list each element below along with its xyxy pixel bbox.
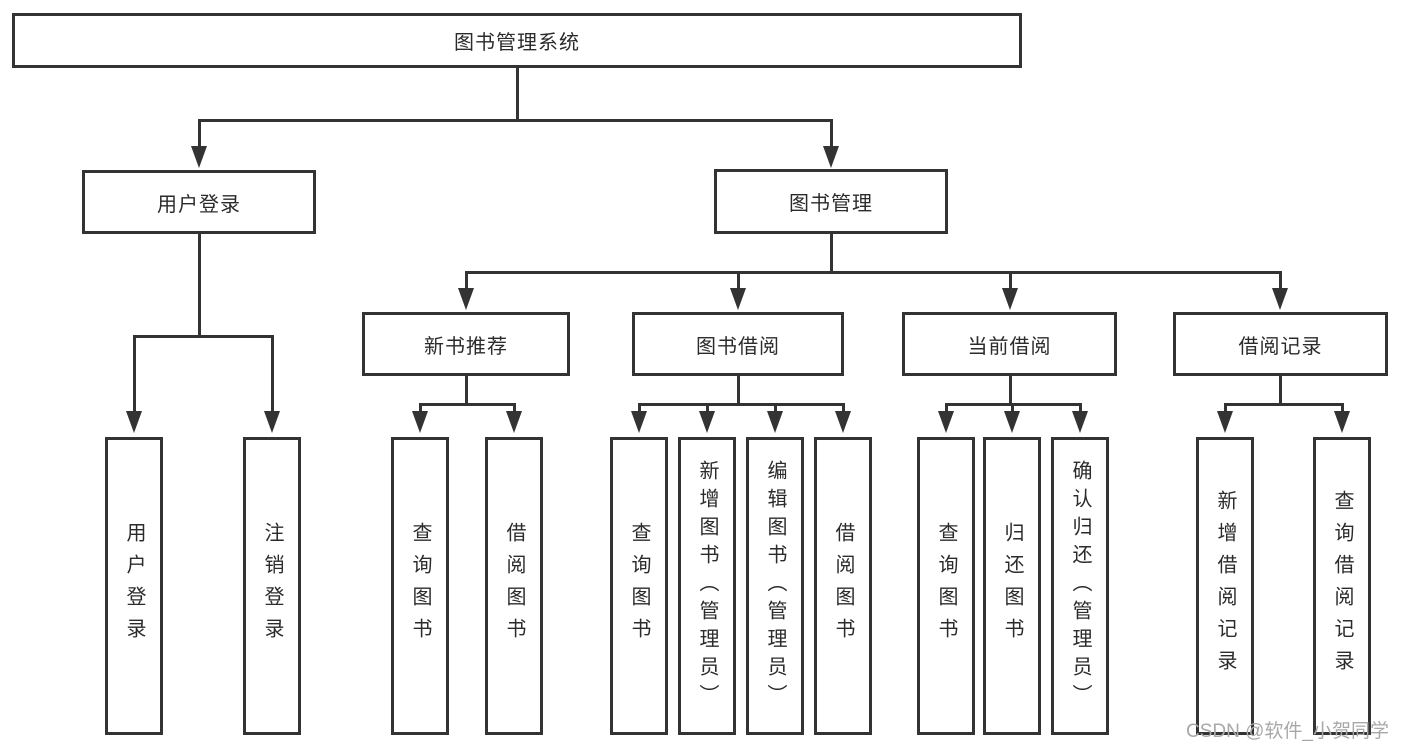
arrow-down-icon	[699, 411, 715, 433]
leaf-edit-book-admin-label: 编辑图书（管理员）	[764, 460, 786, 712]
node-user-login: 用户登录	[82, 170, 316, 234]
leaf-confirm-return-admin-label: 确认归还（管理员）	[1069, 460, 1091, 712]
node-root: 图书管理系统	[12, 13, 1022, 68]
connector-recommend-bus	[418, 402, 516, 406]
arrow-down-icon	[458, 288, 474, 310]
connector-record-stem	[1278, 376, 1282, 406]
connector-root-stem	[515, 68, 519, 121]
leaf-add-book-admin: 新增图书（管理员）	[678, 437, 736, 735]
connector-mgmt-stem	[829, 234, 833, 273]
leaf-borrow-book-label: 借阅图书	[832, 522, 854, 650]
arrow-down-icon	[835, 411, 851, 433]
connector-to-user-login	[197, 120, 201, 148]
connector-current-stem	[1008, 376, 1012, 406]
arrow-down-icon	[823, 146, 839, 168]
connector-to-leaf	[1010, 404, 1014, 413]
connector-recommend-stem	[464, 376, 468, 406]
connector-mgmt-bus	[464, 270, 1282, 274]
arrow-down-icon	[1217, 411, 1233, 433]
node-borrow-record-label: 借阅记录	[1238, 335, 1323, 358]
node-book-mgmt-label: 图书管理	[789, 193, 873, 215]
leaf-query-book-current-label: 查询图书	[935, 522, 957, 650]
arrow-down-icon	[412, 411, 428, 433]
arrow-down-icon	[1002, 288, 1018, 310]
arrow-down-icon	[1334, 411, 1350, 433]
csdn-watermark: CSDN @软件_小贺同学	[1186, 721, 1389, 742]
leaf-add-book-admin-label: 新增图书（管理员）	[696, 460, 718, 712]
leaf-logout: 注销登录	[243, 437, 301, 735]
node-user-login-label: 用户登录	[157, 193, 241, 216]
arrow-down-icon	[126, 411, 142, 433]
connector-to-leaf	[637, 404, 641, 413]
connector-to-leaf	[418, 404, 422, 413]
leaf-return-book: 归还图书	[983, 437, 1041, 735]
connector-to-leaf	[132, 336, 136, 412]
connector-to-leaf	[1340, 404, 1344, 413]
connector-to-recommend	[464, 272, 468, 289]
leaf-query-borrow-record: 查询借阅记录	[1313, 437, 1371, 735]
leaf-confirm-return-admin: 确认归还（管理员）	[1051, 437, 1109, 735]
connector-to-leaf	[944, 404, 948, 413]
arrow-down-icon	[1004, 411, 1020, 433]
arrow-down-icon	[264, 411, 280, 433]
leaf-edit-book-admin: 编辑图书（管理员）	[746, 437, 804, 735]
connector-to-current	[1008, 272, 1012, 289]
leaf-user-login-label: 用户登录	[123, 522, 145, 650]
connector-record-bus	[1223, 402, 1344, 406]
leaf-query-book-borrow-label: 查询图书	[628, 522, 650, 650]
connector-root-bus	[197, 118, 833, 122]
leaf-return-book-label: 归还图书	[1001, 522, 1023, 650]
leaf-borrow-book: 借阅图书	[814, 437, 872, 735]
connector-to-record	[1278, 272, 1282, 289]
leaf-query-book-current: 查询图书	[917, 437, 975, 735]
leaf-user-login: 用户登录	[105, 437, 163, 735]
connector-to-leaf	[1078, 404, 1082, 413]
arrow-down-icon	[730, 288, 746, 310]
connector-to-leaf	[1223, 404, 1227, 413]
arrow-down-icon	[767, 411, 783, 433]
node-book-borrow-label: 图书借阅	[696, 335, 780, 358]
connector-to-leaf	[841, 404, 845, 413]
node-current-borrow: 当前借阅	[902, 312, 1117, 376]
connector-to-leaf	[773, 404, 777, 413]
leaf-add-borrow-record-label: 新增借阅记录	[1214, 490, 1236, 682]
node-new-book-recommend-label: 新书推荐	[424, 335, 508, 358]
leaf-logout-label: 注销登录	[261, 522, 283, 650]
connector-user-stem	[197, 234, 201, 338]
connector-borrow-stem	[736, 376, 740, 406]
leaf-query-book-recommend: 查询图书	[391, 437, 449, 735]
leaf-borrow-book-recommend-label: 借阅图书	[503, 522, 525, 650]
arrow-down-icon	[1072, 411, 1088, 433]
leaf-query-book-borrow: 查询图书	[610, 437, 668, 735]
node-book-borrow: 图书借阅	[632, 312, 844, 376]
arrow-down-icon	[506, 411, 522, 433]
arrow-down-icon	[938, 411, 954, 433]
node-book-mgmt: 图书管理	[714, 169, 948, 234]
connector-borrow-bus	[637, 402, 845, 406]
arrow-down-icon	[631, 411, 647, 433]
node-current-borrow-label: 当前借阅	[967, 335, 1052, 358]
connector-to-book-mgmt	[829, 120, 833, 148]
leaf-query-book-recommend-label: 查询图书	[409, 522, 431, 650]
leaf-query-borrow-record-label: 查询借阅记录	[1331, 490, 1353, 682]
node-root-label: 图书管理系统	[454, 32, 580, 54]
connector-user-bus	[132, 334, 274, 338]
leaf-borrow-book-recommend: 借阅图书	[485, 437, 543, 735]
arrow-down-icon	[1272, 288, 1288, 310]
node-new-book-recommend: 新书推荐	[362, 312, 570, 376]
connector-to-leaf	[512, 404, 516, 413]
leaf-add-borrow-record: 新增借阅记录	[1196, 437, 1254, 735]
connector-to-leaf	[705, 404, 709, 413]
node-borrow-record: 借阅记录	[1173, 312, 1388, 376]
connector-to-leaf	[270, 336, 274, 412]
connector-to-borrow	[736, 272, 740, 289]
arrow-down-icon	[191, 146, 207, 168]
